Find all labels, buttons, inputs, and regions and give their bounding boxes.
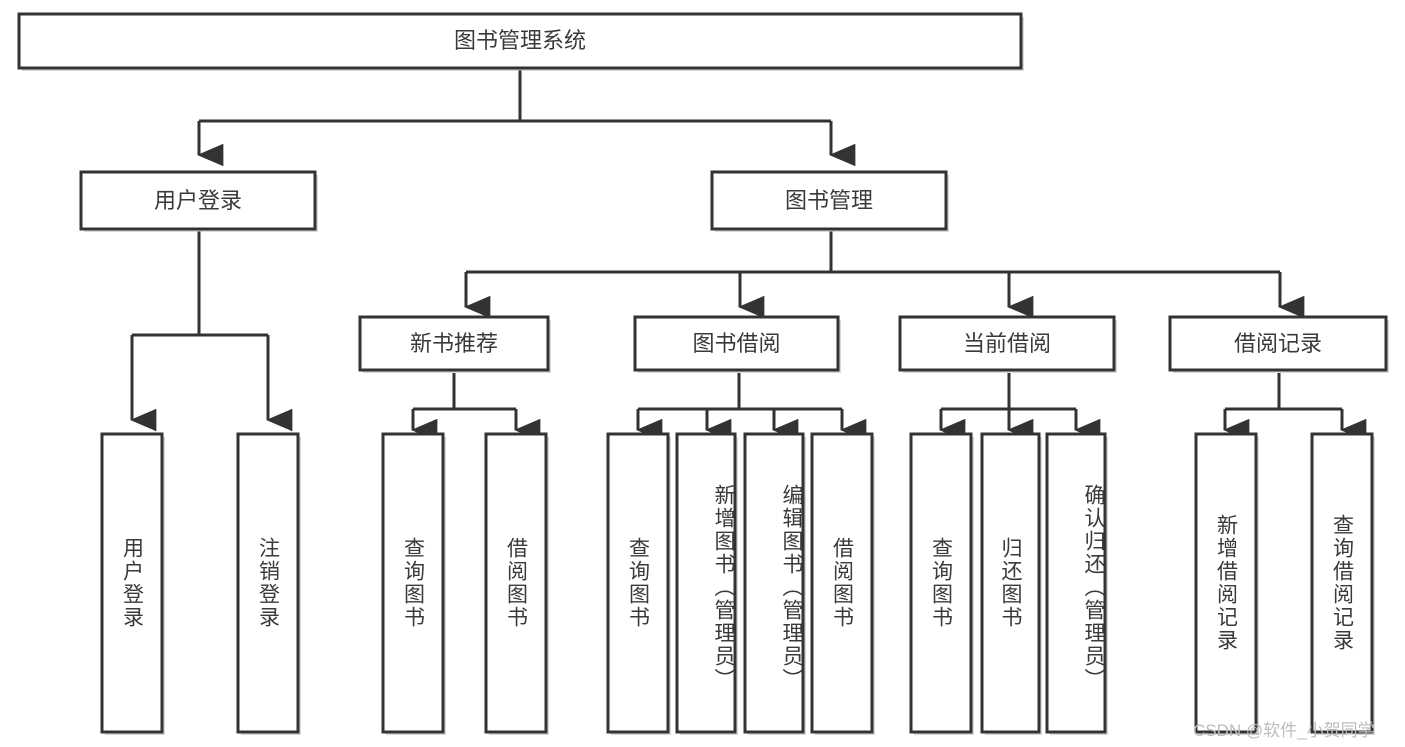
node-book-borrow[interactable]	[633, 315, 841, 373]
leaf-add-borrow-record[interactable]	[1194, 432, 1259, 735]
leaf-logout[interactable]	[236, 432, 301, 735]
leaf-edit-book-admin[interactable]	[743, 432, 806, 735]
leaf-query-borrow-record[interactable]	[1310, 432, 1375, 735]
leaf-user-login[interactable]	[100, 432, 165, 735]
connector-group	[130, 70, 1367, 442]
leaf-borrow-book-2[interactable]	[810, 432, 875, 735]
leaf-query-book-2[interactable]	[606, 432, 671, 735]
node-new-book-recommend[interactable]	[358, 315, 551, 373]
leaf-return-book[interactable]	[980, 432, 1042, 735]
node-user-login[interactable]	[79, 170, 318, 232]
leaf-confirm-return-admin[interactable]	[1045, 432, 1108, 735]
node-borrow-records[interactable]	[1168, 315, 1389, 373]
leaf-query-book-1[interactable]	[381, 432, 446, 735]
node-current-borrow[interactable]	[898, 315, 1117, 373]
node-root[interactable]	[17, 12, 1024, 71]
leaf-query-book-3[interactable]	[909, 432, 974, 735]
leaf-add-book-admin[interactable]	[675, 432, 738, 735]
csdn-watermark: CSDN @软件_小贺同学	[1193, 721, 1375, 740]
leaf-borrow-book-1[interactable]	[484, 432, 549, 735]
node-book-management[interactable]	[710, 170, 949, 232]
